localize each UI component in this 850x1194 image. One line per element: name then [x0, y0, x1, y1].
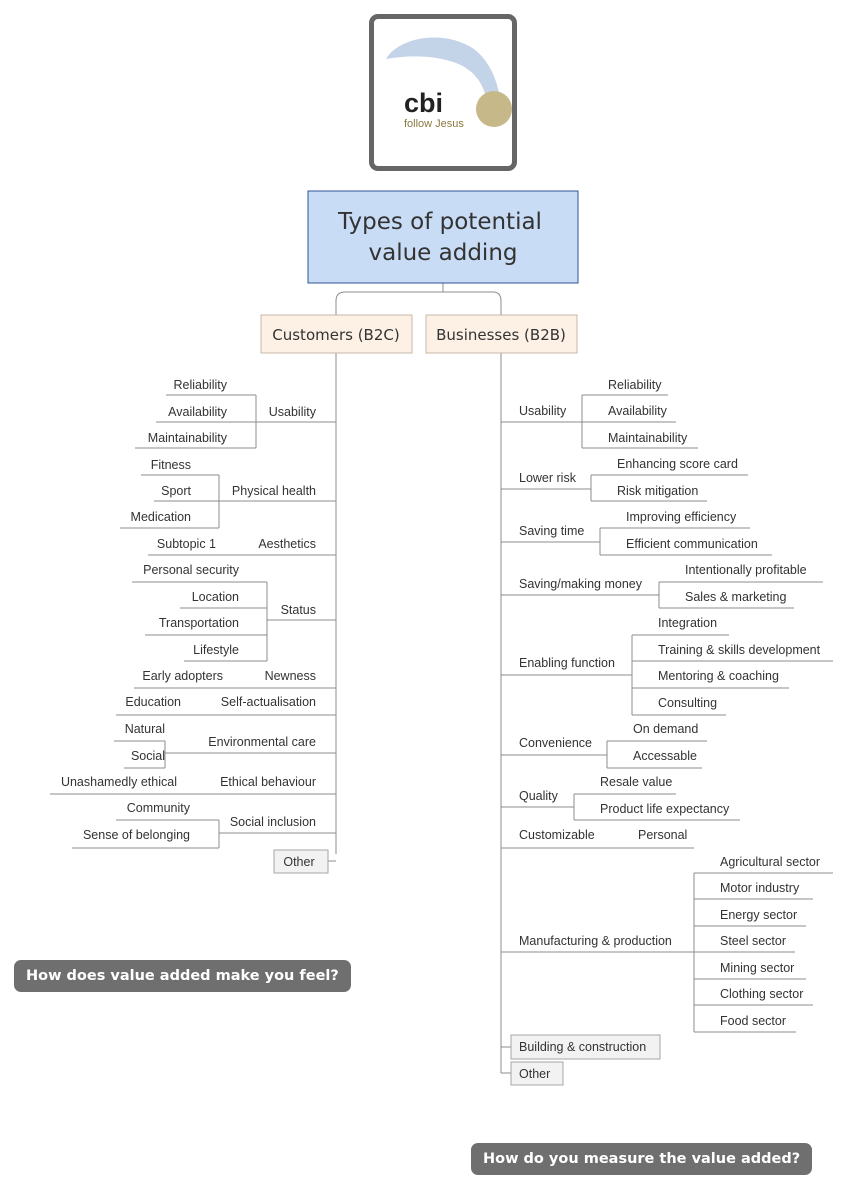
central-topic-line1: Types of potential: [337, 209, 542, 235]
b2c-self-actualisation-education[interactable]: Education: [125, 695, 181, 709]
logo-frame: cbi follow Jesus: [369, 14, 517, 171]
b2b-mfg-clothing[interactable]: Clothing sector: [720, 987, 803, 1001]
b2c-usability-availability[interactable]: Availability: [168, 405, 228, 419]
b2b-mfg-energy[interactable]: Energy sector: [720, 908, 797, 922]
b2b-convenience-on-demand[interactable]: On demand: [633, 722, 698, 736]
b2b-mfg-food[interactable]: Food sector: [720, 1014, 786, 1028]
b2c-social-inclusion-sense-of-belonging[interactable]: Sense of belonging: [83, 828, 190, 842]
b2c-usability-reliability[interactable]: Reliability: [174, 378, 228, 392]
b2b-convenience-accessable[interactable]: Accessable: [633, 749, 697, 763]
b2b-saving-time-efficient-communication[interactable]: Efficient communication: [626, 537, 758, 551]
b2b-enabling-training[interactable]: Training & skills development: [658, 643, 821, 657]
b2b-mfg-motor[interactable]: Motor industry: [720, 881, 800, 895]
b2c-newness-early-adopters[interactable]: Early adopters: [142, 669, 223, 683]
b2c-status-location[interactable]: Location: [192, 590, 239, 604]
b2c-physical-health-fitness[interactable]: Fitness: [151, 458, 191, 472]
b2c-other[interactable]: Other: [283, 855, 314, 869]
b2b-mfg-mining[interactable]: Mining sector: [720, 961, 794, 975]
b2b-money-intentionally-profitable[interactable]: Intentionally profitable: [685, 563, 807, 577]
branch-customers-box[interactable]: [260, 314, 413, 354]
b2c-social-inclusion[interactable]: Social inclusion: [230, 815, 316, 829]
b2c-status-transportation[interactable]: Transportation: [159, 616, 239, 630]
central-topic-line2: value adding: [369, 240, 518, 266]
b2c-environmental-care-natural[interactable]: Natural: [125, 722, 165, 736]
branch-businesses-label: Businesses (B2B): [436, 326, 566, 344]
b2c-ethical-behaviour-unashamedly-ethical[interactable]: Unashamedly ethical: [61, 775, 177, 789]
b2b-enabling-mentoring[interactable]: Mentoring & coaching: [658, 669, 779, 683]
b2c-status[interactable]: Status: [281, 603, 316, 617]
b2b-customizable[interactable]: Customizable: [519, 828, 595, 842]
logo-ball-shape: [476, 91, 512, 127]
b2c-self-actualisation[interactable]: Self-actualisation: [221, 695, 316, 709]
b2b-saving-time[interactable]: Saving time: [519, 524, 584, 538]
b2b-lower-risk-risk-mitigation[interactable]: Risk mitigation: [617, 484, 698, 498]
b2c-physical-health-sport[interactable]: Sport: [161, 484, 191, 498]
b2c-usability[interactable]: Usability: [269, 405, 317, 419]
b2c-status-lifestyle[interactable]: Lifestyle: [193, 643, 239, 657]
b2b-quality-resale-value[interactable]: Resale value: [600, 775, 672, 789]
b2b-enabling-integration[interactable]: Integration: [658, 616, 717, 630]
central-connector: [335, 283, 502, 315]
b2b-lower-risk-enhancing-score-card[interactable]: Enhancing score card: [617, 457, 738, 471]
b2b-mfg-agricultural[interactable]: Agricultural sector: [720, 855, 820, 869]
b2c-newness[interactable]: Newness: [265, 669, 316, 683]
b2b-building-construction[interactable]: Building & construction: [519, 1040, 646, 1054]
b2b-mfg-steel[interactable]: Steel sector: [720, 934, 786, 948]
logo-mark: cbi follow Jesus: [386, 37, 512, 130]
central-topic-box[interactable]: [307, 190, 579, 284]
b2b-saving-making-money[interactable]: Saving/making money: [519, 577, 643, 591]
b2c-other-box[interactable]: [273, 849, 329, 874]
b2b-quality[interactable]: Quality: [519, 789, 559, 803]
b2c-physical-health-medication[interactable]: Medication: [131, 510, 191, 524]
logo-arc-shape: [386, 37, 500, 97]
b2b-enabling-consulting[interactable]: Consulting: [658, 696, 717, 710]
b2b-enabling-function[interactable]: Enabling function: [519, 656, 615, 670]
b2c-ethical-behaviour[interactable]: Ethical behaviour: [220, 775, 316, 789]
callout-measure[interactable]: How do you measure the value added?: [471, 1143, 813, 1175]
b2b-saving-time-improving-efficiency[interactable]: Improving efficiency: [626, 510, 737, 524]
b2c-usability-maintainability[interactable]: Maintainability: [148, 431, 228, 445]
branch-customers-label: Customers (B2C): [272, 326, 399, 344]
b2c-aesthetics[interactable]: Aesthetics: [258, 537, 316, 551]
b2c-aesthetics-subtopic[interactable]: Subtopic 1: [157, 537, 216, 551]
logo-brand: cbi: [404, 88, 443, 118]
callout-feel[interactable]: How does value added make you feel?: [14, 960, 351, 992]
b2b-other-box[interactable]: [510, 1061, 564, 1086]
b2b-building-construction-box[interactable]: [510, 1034, 661, 1060]
b2b-usability-maintainability[interactable]: Maintainability: [608, 431, 688, 445]
branch-businesses-box[interactable]: [425, 314, 578, 354]
b2b-customizable-personal[interactable]: Personal: [638, 828, 687, 842]
b2b-money-sales-marketing[interactable]: Sales & marketing: [685, 590, 786, 604]
b2b-usability[interactable]: Usability: [519, 404, 567, 418]
connector-lines: [50, 283, 833, 1074]
logo-tagline: follow Jesus: [404, 118, 464, 130]
b2c-environmental-care[interactable]: Environmental care: [208, 735, 316, 749]
b2b-lower-risk[interactable]: Lower risk: [519, 471, 577, 485]
b2b-manufacturing-production[interactable]: Manufacturing & production: [519, 934, 672, 948]
b2c-physical-health[interactable]: Physical health: [232, 484, 316, 498]
b2b-usability-availability[interactable]: Availability: [608, 404, 668, 418]
b2c-social-inclusion-community[interactable]: Community: [127, 801, 191, 815]
b2b-other[interactable]: Other: [519, 1067, 550, 1081]
b2b-usability-reliability[interactable]: Reliability: [608, 378, 662, 392]
b2c-status-personal-security[interactable]: Personal security: [143, 563, 240, 577]
b2b-convenience[interactable]: Convenience: [519, 736, 592, 750]
b2c-environmental-care-social[interactable]: Social: [131, 749, 165, 763]
b2b-quality-product-life-expectancy[interactable]: Product life expectancy: [600, 802, 730, 816]
